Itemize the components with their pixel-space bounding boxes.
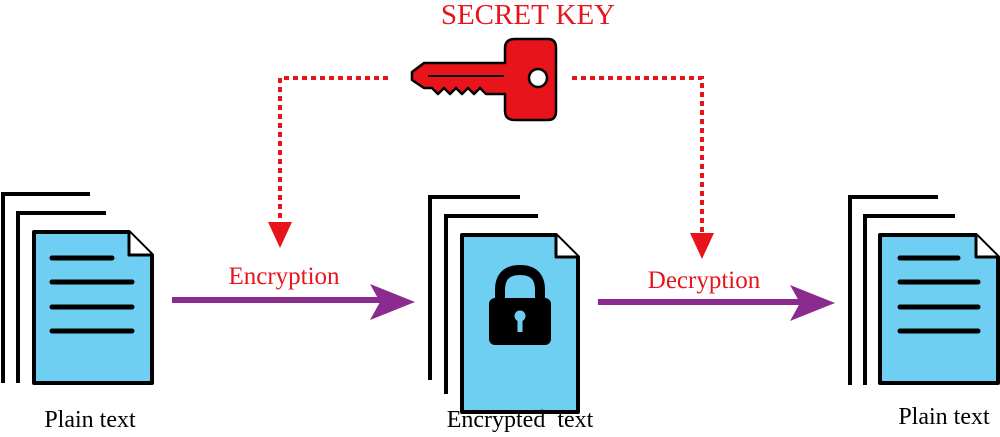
encrypted-text-label: Encrypted text: [447, 407, 594, 433]
key-to-decryption-connector: [572, 76, 714, 259]
decryption-arrow: [598, 285, 835, 321]
text-lines-icon: [49, 255, 135, 334]
plain-text-document-stack-right: [848, 195, 1000, 385]
encryption-arrow: [172, 284, 415, 320]
key-icon: [410, 37, 558, 122]
plain-text-document-stack-left: [1, 192, 154, 385]
plain-text-label-right: Plain text: [898, 404, 990, 430]
plain-text-label-left: Plain text: [44, 407, 136, 433]
encrypted-document-stack: [428, 195, 580, 414]
padlock-icon: [489, 264, 551, 345]
encryption-label: Encryption: [228, 263, 340, 290]
decryption-label: Decryption: [648, 267, 761, 294]
secret-key-label: SECRET KEY: [441, 0, 615, 31]
key-to-encryption-connector: [268, 76, 388, 248]
text-lines-icon: [897, 255, 981, 334]
